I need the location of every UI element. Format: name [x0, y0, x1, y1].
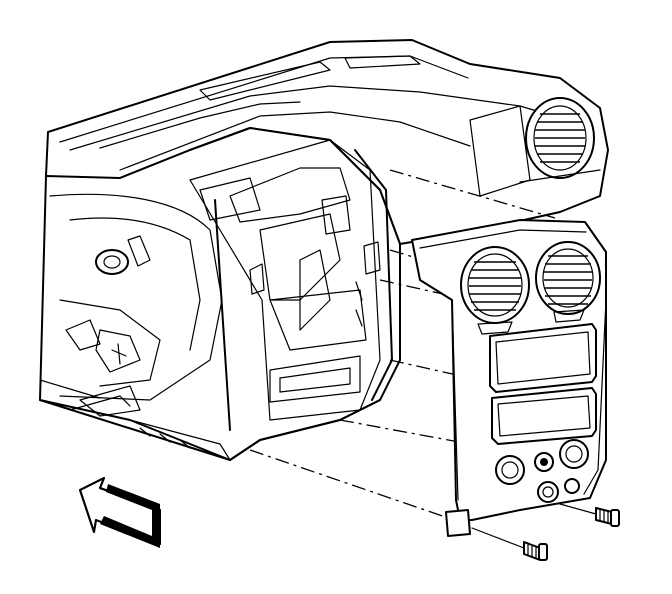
upper-right-vent [525, 97, 595, 179]
fastener-upper [559, 503, 620, 527]
hvac-knobs [495, 439, 589, 503]
instrument-panel [39, 39, 609, 461]
fastener-lower [471, 527, 548, 561]
bezel-vent-left [460, 246, 530, 335]
bezel-vent-right [535, 241, 601, 323]
arrow-icon [79, 477, 161, 548]
center-bezel [411, 219, 607, 537]
